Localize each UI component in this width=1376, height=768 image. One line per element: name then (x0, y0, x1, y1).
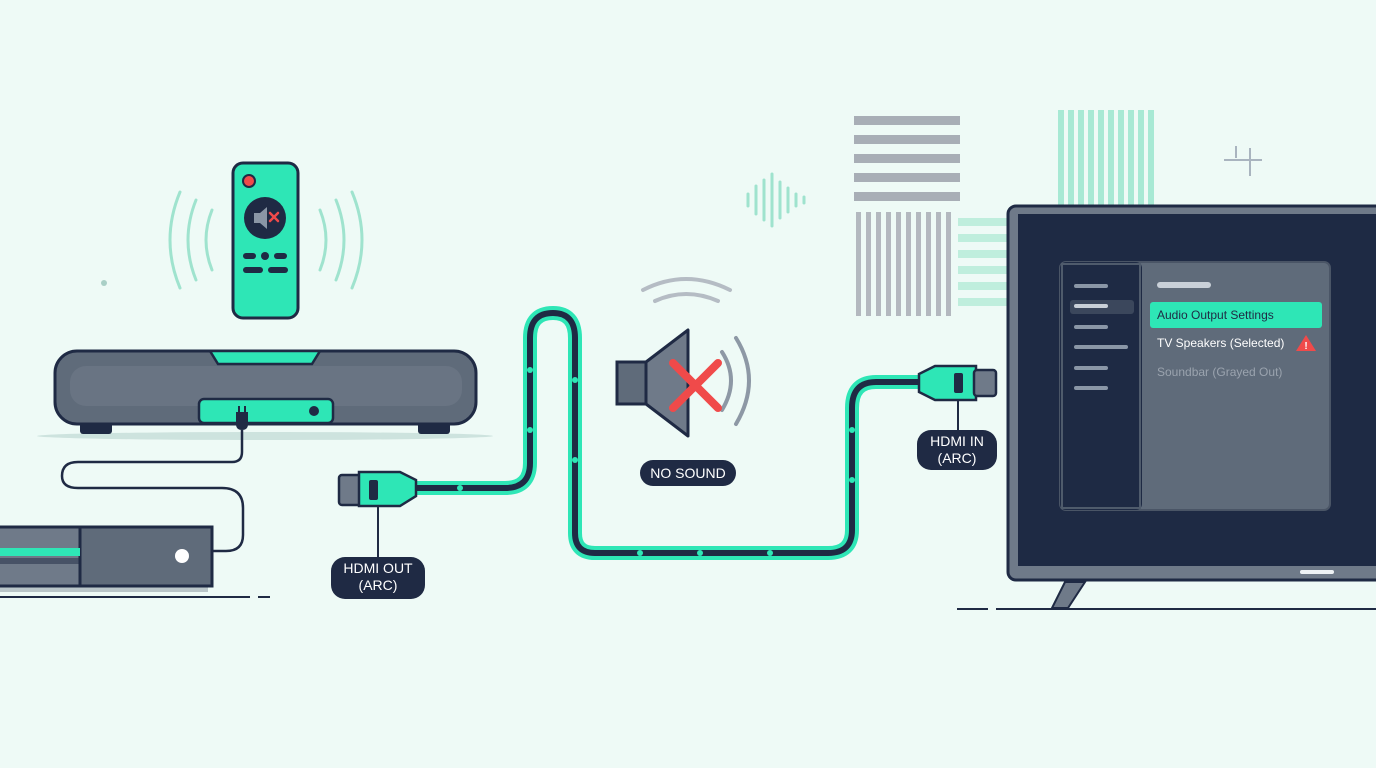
svg-text:!: ! (1304, 341, 1307, 352)
hdmi-cable (405, 306, 929, 560)
soundbar (37, 349, 493, 440)
power-plug-icon (236, 406, 248, 430)
warning-triangle-icon: ! (1296, 335, 1316, 352)
power-cable (60, 430, 245, 553)
menu-item-soundbar-disabled: Soundbar (Grayed Out) (1157, 365, 1283, 379)
hdmi-out-label: HDMI OUT (ARC) (331, 557, 425, 599)
menu-item-audio-output-highlight[interactable] (1150, 302, 1322, 328)
hdmi-in-label-line1: HDMI IN (930, 433, 984, 449)
hdmi-out-connector (337, 470, 418, 558)
menu-item-audio-output-settings[interactable]: Audio Output Settings (1157, 308, 1274, 322)
speaker-muted-icon (254, 207, 280, 229)
menu-item-tv-speakers[interactable]: TV Speakers (Selected) (1157, 336, 1285, 350)
hdmi-in-label-line2: (ARC) (937, 450, 977, 466)
no-sound-label: NO SOUND (640, 460, 736, 486)
set-top-box (0, 525, 270, 598)
hdmi-in-label: HDMI IN (ARC) (917, 430, 997, 470)
background-decoration (101, 110, 1262, 316)
hdmi-out-label-line2: (ARC) (358, 577, 398, 593)
hdmi-out-label-line1: HDMI OUT (343, 560, 413, 576)
speaker-no-sound-icon (615, 277, 751, 438)
tv-settings-menu: ! (1059, 261, 1331, 511)
hdmi-in-connector (917, 364, 998, 430)
remote-control (168, 161, 364, 320)
